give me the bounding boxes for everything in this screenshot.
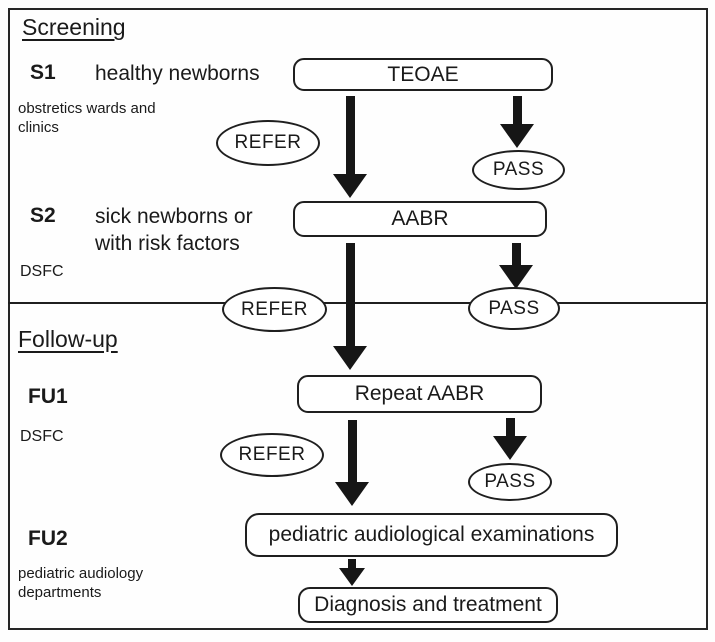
stage-fu2-location: pediatric audiology departments (18, 565, 144, 601)
node-pediatric-examinations: pediatric audiological examinations (245, 513, 618, 557)
down-arrow-icon (333, 243, 367, 370)
down-arrow-icon (339, 559, 365, 586)
diagram-border (8, 8, 708, 630)
pass-oval-s1: PASS (472, 150, 565, 190)
down-arrow-icon (335, 420, 369, 506)
node-diagnosis-treatment: Diagnosis and treatment (298, 587, 558, 623)
section-divider-line (8, 302, 706, 304)
refer-oval-fu1: REFER (220, 433, 324, 477)
stage-s1-location: obstretics wards and clinics (18, 100, 156, 136)
node-teoae: TEOAE (293, 58, 553, 91)
stage-fu1-location: DSFC (20, 428, 64, 445)
followup-section-title: Follow-up (18, 326, 118, 352)
down-arrow-icon (333, 96, 367, 198)
stage-s2-id: S2 (30, 204, 56, 227)
node-repeat-aabr: Repeat AABR (297, 375, 542, 413)
pass-oval-s2: PASS (468, 287, 560, 330)
stage-s1-description: healthy newborns (95, 62, 260, 85)
refer-oval-s2: REFER (222, 287, 327, 332)
down-arrow-icon (499, 243, 533, 289)
refer-oval-s1: REFER (216, 120, 320, 166)
down-arrow-icon (493, 418, 527, 460)
pass-oval-fu1: PASS (468, 463, 552, 501)
stage-s2-location: DSFC (20, 263, 64, 280)
screening-section-title: Screening (22, 14, 126, 40)
stage-s2-description: sick newborns or with risk factors (95, 205, 253, 255)
stage-fu2-id: FU2 (28, 527, 68, 550)
stage-fu1-id: FU1 (28, 385, 68, 408)
node-aabr: AABR (293, 201, 547, 237)
down-arrow-icon (500, 96, 534, 148)
stage-s1-id: S1 (30, 61, 56, 84)
